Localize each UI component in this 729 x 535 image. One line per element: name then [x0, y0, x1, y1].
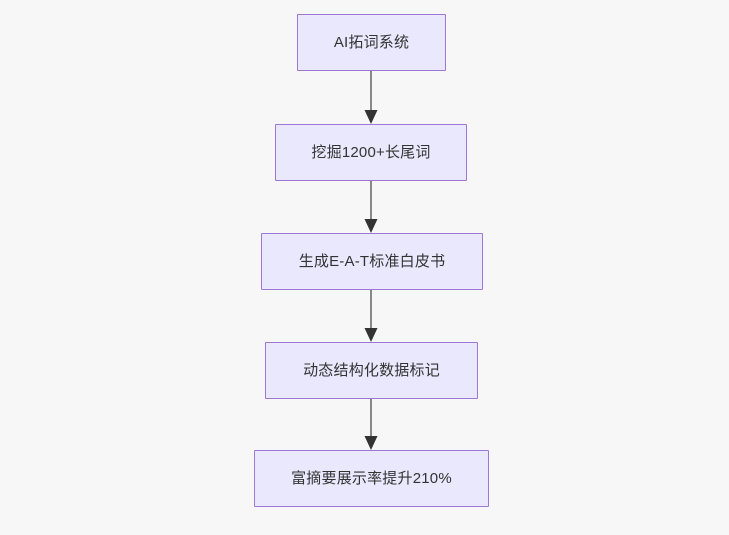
flow-node-label-n2: 挖掘1200+长尾词 [311, 143, 431, 161]
arrowhead-icon-n4-n5 [364, 436, 378, 450]
flow-node-label-n4: 动态结构化数据标记 [303, 361, 440, 379]
arrowhead-icon-n2-n3 [364, 219, 378, 233]
flow-node-label-n1: AI拓词系统 [333, 33, 410, 51]
flow-node-n2[interactable]: 挖掘1200+长尾词 [275, 124, 467, 181]
flow-node-label-n5: 富摘要展示率提升210% [291, 469, 452, 487]
edge-n4-n5 [364, 399, 378, 450]
flow-node-n3[interactable]: 生成E-A-T标准白皮书 [261, 233, 483, 290]
edge-n1-n2 [364, 71, 378, 124]
edge-n3-n4 [364, 290, 378, 342]
flow-node-n4[interactable]: 动态结构化数据标记 [265, 342, 478, 399]
flow-node-n1[interactable]: AI拓词系统 [297, 14, 446, 71]
flow-node-n5[interactable]: 富摘要展示率提升210% [254, 450, 489, 507]
arrowhead-icon-n1-n2 [364, 110, 378, 124]
edge-n2-n3 [364, 181, 378, 233]
arrowhead-icon-n3-n4 [364, 328, 378, 342]
flow-node-label-n3: 生成E-A-T标准白皮书 [298, 252, 446, 270]
